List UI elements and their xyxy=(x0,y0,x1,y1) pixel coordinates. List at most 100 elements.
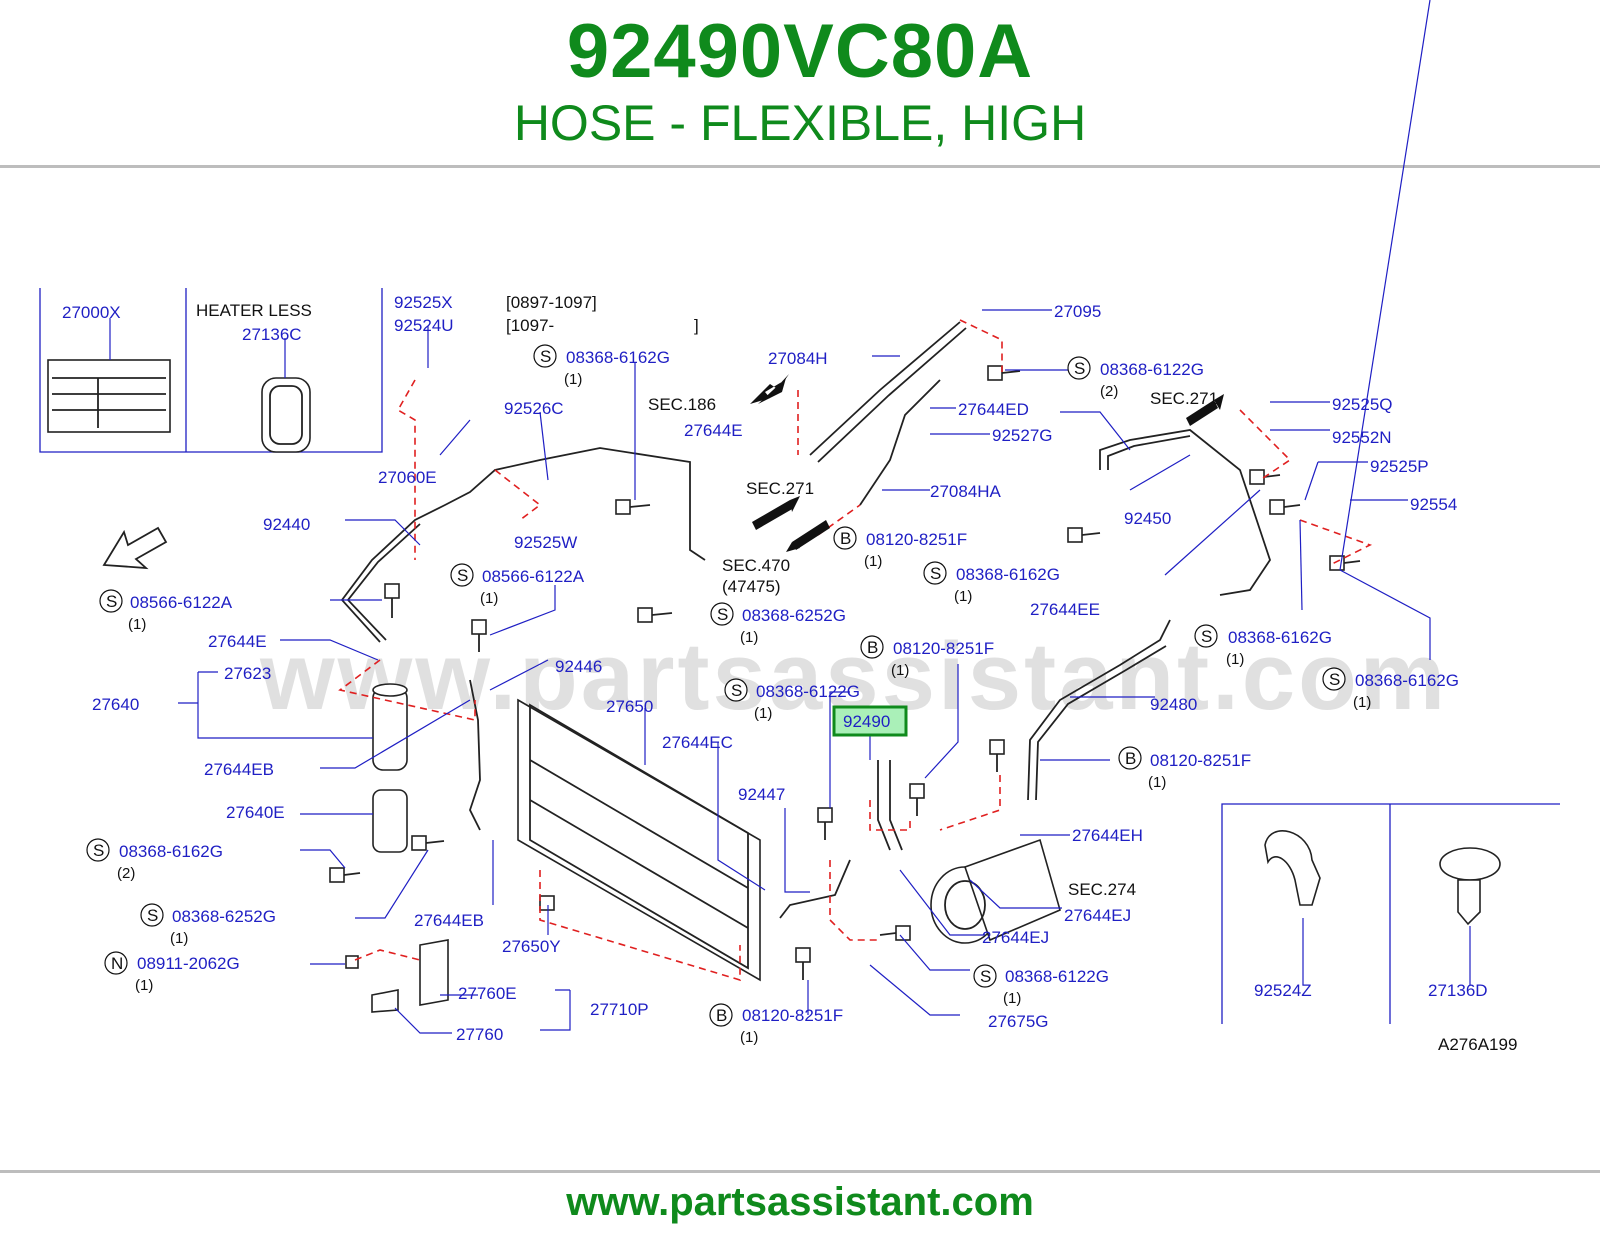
bolts xyxy=(329,365,1361,1013)
label-92480[interactable]: 92480 xyxy=(1150,695,1197,714)
label-27760e[interactable]: 27760E xyxy=(458,984,517,1003)
label-92526c[interactable]: 92526C xyxy=(504,399,564,418)
label-qty: (1) xyxy=(864,553,882,570)
marker-s: S xyxy=(930,564,941,583)
label-qty: (1) xyxy=(740,629,758,646)
label-92524z[interactable]: 92524Z xyxy=(1254,981,1312,1000)
diagram-code: A276A199 xyxy=(1438,1035,1517,1054)
label-27644ed[interactable]: 27644ED xyxy=(958,400,1029,419)
part-labels: 27000X HEATER LESS 27136C 92525X 92524U … xyxy=(62,293,1517,1054)
label-08368-6162g[interactable]: 08368-6162G xyxy=(1228,628,1332,647)
label-27675g[interactable]: 27675G xyxy=(988,1012,1049,1031)
label-92450[interactable]: 92450 xyxy=(1124,509,1171,528)
label-08368-6162g[interactable]: 08368-6162G xyxy=(956,565,1060,584)
label-qty: (1) xyxy=(1003,990,1021,1007)
label-sec-274: SEC.274 xyxy=(1068,880,1136,899)
label-08566-6122a[interactable]: 08566-6122A xyxy=(482,567,585,586)
label-27136c[interactable]: 27136C xyxy=(242,325,302,344)
footer-url[interactable]: www.partsassistant.com xyxy=(566,1180,1034,1224)
label-08368-6122g[interactable]: 08368-6122G xyxy=(1005,967,1109,986)
label-92525x[interactable]: 92525X xyxy=(394,293,453,312)
label-08566-6122a[interactable]: 08566-6122A xyxy=(130,593,233,612)
callout-markers: S S B S S S S B S S S B S S S N B xyxy=(86,344,1346,1027)
section-arrows xyxy=(750,374,1224,552)
label-92440[interactable]: 92440 xyxy=(263,515,310,534)
label-qty: (1) xyxy=(891,662,909,679)
label-27650[interactable]: 27650 xyxy=(606,697,653,716)
label-27644ec[interactable]: 27644EC xyxy=(662,733,733,752)
marker-n: N xyxy=(111,954,123,973)
label-08368-6162g[interactable]: 08368-6162G xyxy=(119,842,223,861)
label-heater-less: HEATER LESS xyxy=(196,301,312,320)
marker-s: S xyxy=(1074,359,1085,378)
label-27000x[interactable]: 27000X xyxy=(62,303,121,322)
label-08120-8251f[interactable]: 08120-8251F xyxy=(742,1006,843,1025)
label-27084h[interactable]: 27084H xyxy=(768,349,828,368)
marker-s: S xyxy=(93,841,104,860)
hose-92480 xyxy=(1027,619,1171,801)
label-27644ee[interactable]: 27644EE xyxy=(1030,600,1100,619)
label-qty: (1) xyxy=(1148,774,1166,791)
marker-b: B xyxy=(867,638,878,657)
label-27650y[interactable]: 27650Y xyxy=(502,937,561,956)
label-27084ha[interactable]: 27084HA xyxy=(930,482,1002,501)
label-92447[interactable]: 92447 xyxy=(738,785,785,804)
pipe-92450 xyxy=(1099,429,1271,596)
front-arrow xyxy=(102,526,168,570)
hose-92490 xyxy=(877,760,903,851)
label-92524u[interactable]: 92524U xyxy=(394,316,454,335)
label-08368-6122g[interactable]: 08368-6122G xyxy=(1100,360,1204,379)
label-27710p[interactable]: 27710P xyxy=(590,1000,649,1019)
label-27623[interactable]: 27623 xyxy=(224,664,271,683)
label-27136d[interactable]: 27136D xyxy=(1428,981,1488,1000)
label-date-range-close: ] xyxy=(694,316,699,335)
marker-s: S xyxy=(980,967,991,986)
label-92552n[interactable]: 92552N xyxy=(1332,428,1392,447)
marker-b: B xyxy=(716,1006,727,1025)
label-08911-2062g[interactable]: 08911-2062G xyxy=(137,954,240,973)
label-08368-6252g[interactable]: 08368-6252G xyxy=(172,907,276,926)
pipe-92440 xyxy=(340,447,706,643)
label-qty: (1) xyxy=(740,1029,758,1046)
label-27640[interactable]: 27640 xyxy=(92,695,139,714)
label-27644ej[interactable]: 27644EJ xyxy=(1064,906,1131,925)
label-27644ej[interactable]: 27644EJ xyxy=(982,928,1049,947)
label-27760[interactable]: 27760 xyxy=(456,1025,503,1044)
header-divider xyxy=(0,165,1600,168)
label-27644eb[interactable]: 27644EB xyxy=(204,760,274,779)
label-27644e[interactable]: 27644E xyxy=(684,421,743,440)
label-92527g[interactable]: 92527G xyxy=(992,426,1053,445)
label-92446[interactable]: 92446 xyxy=(555,657,602,676)
label-08368-6162g[interactable]: 08368-6162G xyxy=(1355,671,1459,690)
label-92490[interactable]: 92490 xyxy=(843,712,890,731)
label-27644eb[interactable]: 27644EB xyxy=(414,911,484,930)
label-qty: (1) xyxy=(754,705,772,722)
label-qty: (2) xyxy=(117,865,135,882)
marker-s: S xyxy=(731,681,742,700)
label-27060e[interactable]: 27060E xyxy=(378,468,437,487)
label-08368-6122g[interactable]: 08368-6122G xyxy=(756,682,860,701)
label-08120-8251f[interactable]: 08120-8251F xyxy=(1150,751,1251,770)
label-27640e[interactable]: 27640E xyxy=(226,803,285,822)
label-92525p[interactable]: 92525P xyxy=(1370,457,1429,476)
marker-s: S xyxy=(1329,670,1340,689)
receiver-drier-27640 xyxy=(372,683,408,853)
assembly-lines xyxy=(338,319,1373,982)
label-27644e[interactable]: 27644E xyxy=(208,632,267,651)
label-92525q[interactable]: 92525Q xyxy=(1332,395,1393,414)
label-qty: (1) xyxy=(170,930,188,947)
label-qty: (1) xyxy=(128,616,146,633)
label-sec-271: SEC.271 xyxy=(1150,389,1218,408)
label-27644eh[interactable]: 27644EH xyxy=(1072,826,1143,845)
label-08368-6252g[interactable]: 08368-6252G xyxy=(742,606,846,625)
label-08368-6162g[interactable]: 08368-6162G xyxy=(566,348,670,367)
inset-boxes xyxy=(39,288,1560,1024)
label-sec-271: SEC.271 xyxy=(746,479,814,498)
label-27095[interactable]: 27095 xyxy=(1054,302,1101,321)
label-92554[interactable]: 92554 xyxy=(1410,495,1457,514)
label-08120-8251f[interactable]: 08120-8251F xyxy=(893,639,994,658)
label-92525w[interactable]: 92525W xyxy=(514,533,577,552)
label-08120-8251f[interactable]: 08120-8251F xyxy=(866,530,967,549)
grommet-27136c xyxy=(261,377,311,453)
part-number-title: 92490VC80A xyxy=(566,9,1034,94)
